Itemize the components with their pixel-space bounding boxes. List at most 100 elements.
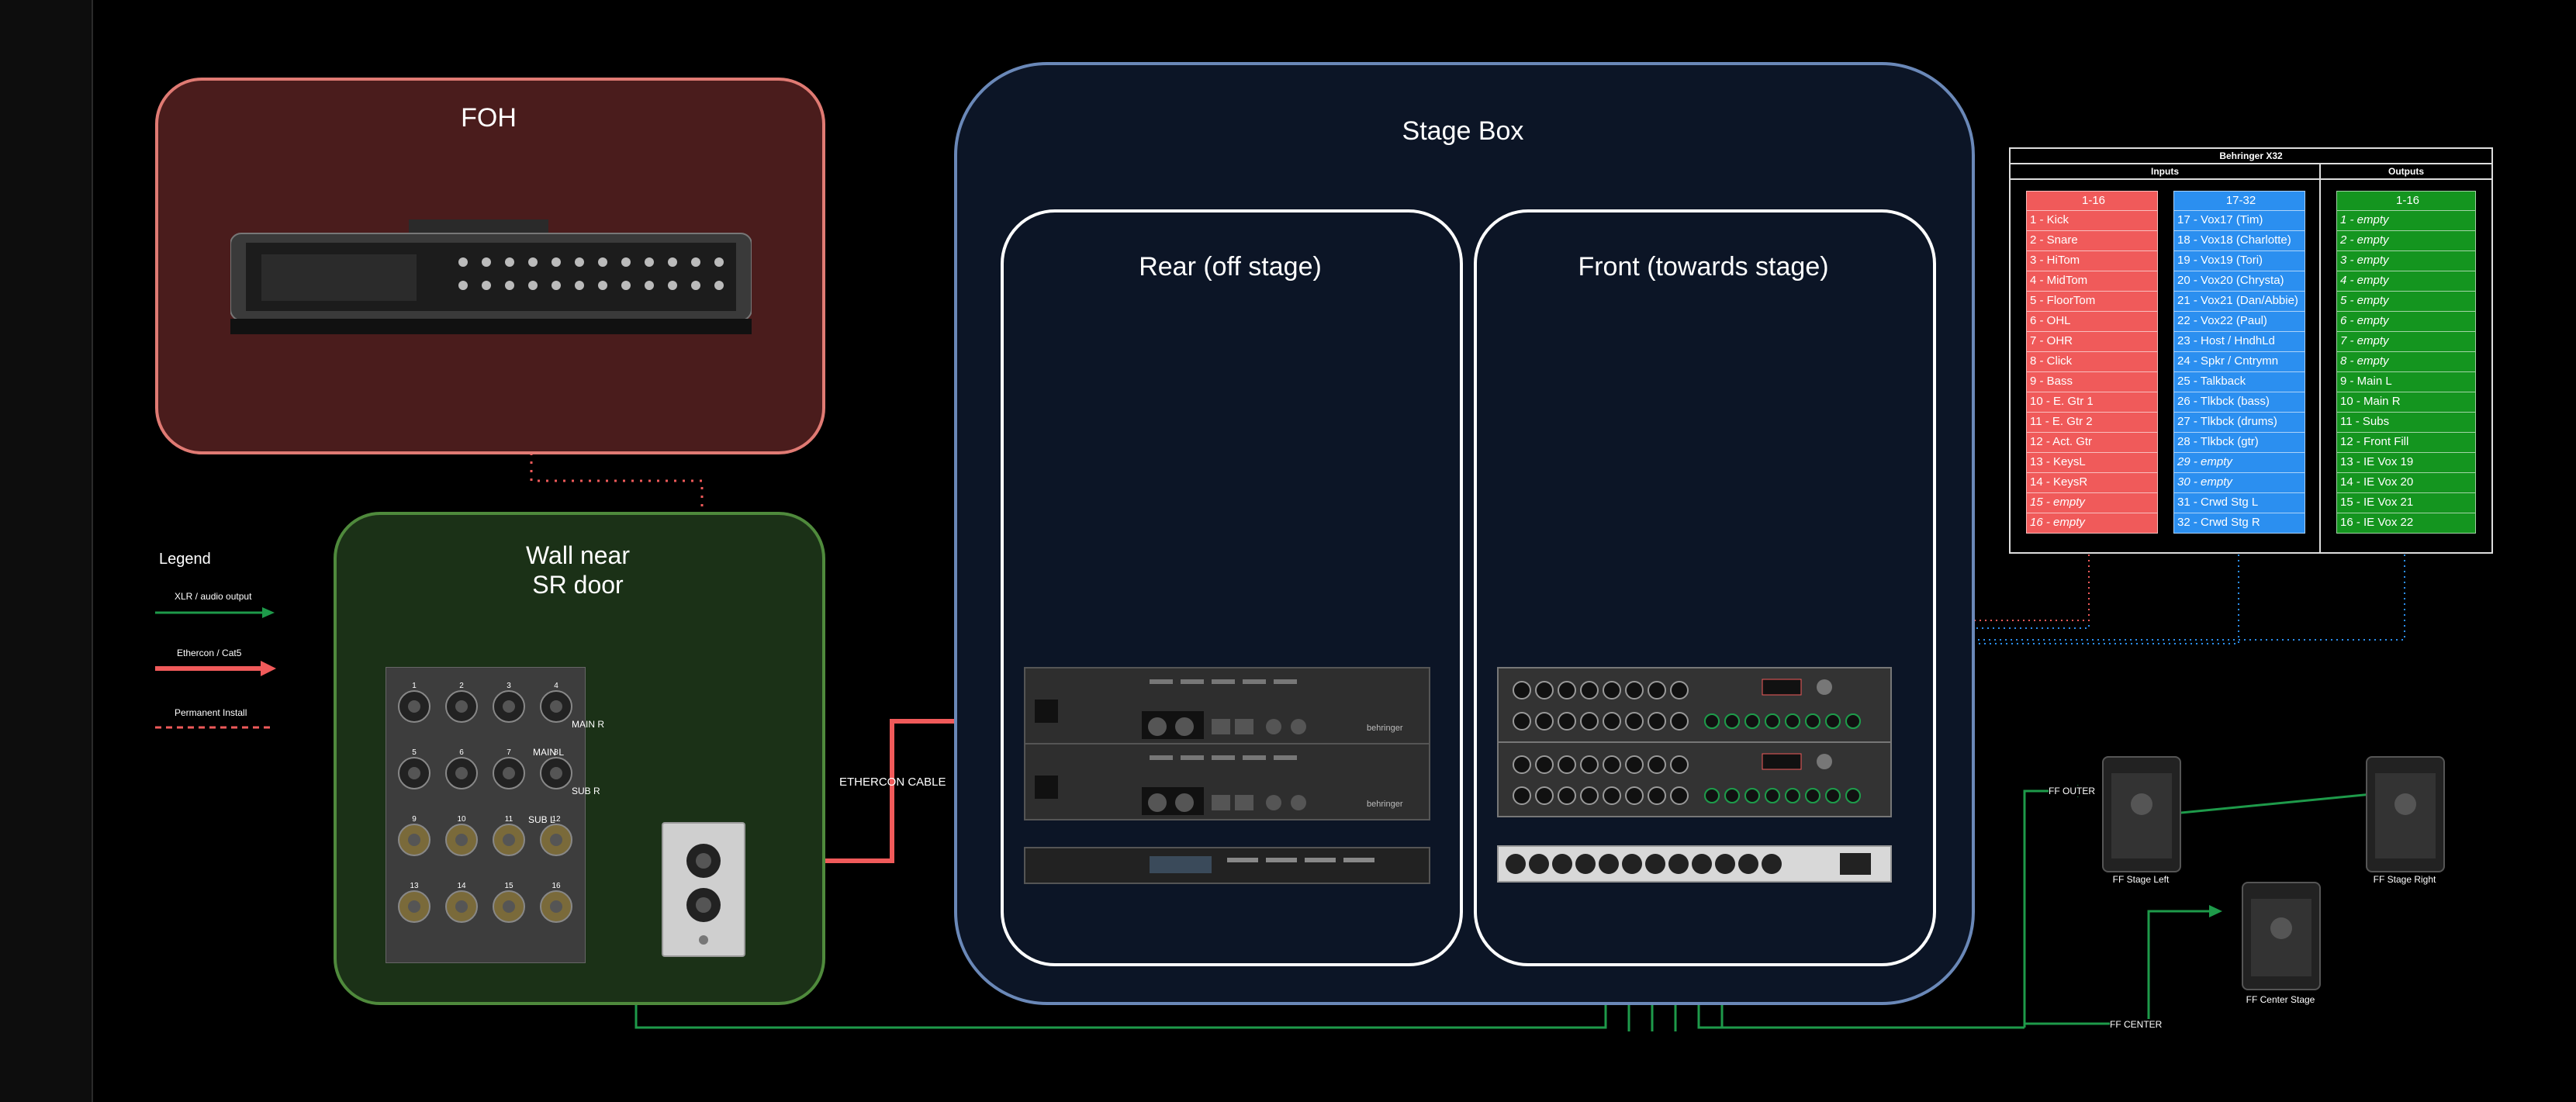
x32-input-a-header: 1-16 bbox=[2026, 191, 2158, 211]
rear-label: Rear (off stage) bbox=[1139, 252, 1322, 282]
x32-output-cell: 10 - Main R bbox=[2336, 392, 2476, 413]
x32-input-b-cell: 22 - Vox22 (Paul) bbox=[2173, 312, 2305, 332]
x32-input-a-cell: 8 - Click bbox=[2026, 352, 2158, 372]
x32-input-a-cell: 2 - Snare bbox=[2026, 231, 2158, 251]
x32-input-b-cell: 21 - Vox21 (Dan/Abbie) bbox=[2173, 292, 2305, 312]
x32-input-b-cell: 20 - Vox20 (Chrysta) bbox=[2173, 271, 2305, 292]
panel-jack-number: 10 bbox=[457, 815, 466, 824]
x32-inputs-header: Inputs bbox=[2011, 164, 2321, 180]
x32-input-a-cell: 11 - E. Gtr 2 bbox=[2026, 413, 2158, 433]
x32-output-cell: 13 - IE Vox 19 bbox=[2336, 453, 2476, 473]
x32-output-cell: 15 - IE Vox 21 bbox=[2336, 493, 2476, 513]
x32-output-cell: 4 - empty bbox=[2336, 271, 2476, 292]
legend-xlr-label: XLR / audio output bbox=[175, 591, 252, 602]
panel-jack-number: 15 bbox=[504, 882, 513, 890]
x32-console bbox=[230, 219, 752, 334]
x32-to-stagebox-line-b bbox=[1716, 554, 2239, 675]
panel-jack-number: 4 bbox=[554, 682, 558, 690]
x32-input-b-cell: 24 - Spkr / Cntrymn bbox=[2173, 352, 2305, 372]
legend-ethercon-line bbox=[155, 661, 276, 676]
front-stagebox-unit-2 bbox=[1497, 741, 1892, 817]
speaker-stage-right bbox=[2366, 756, 2445, 872]
speaker-stage-right-label: FF Stage Right bbox=[2373, 874, 2436, 885]
x32-input-b-cell: 18 - Vox18 (Charlotte) bbox=[2173, 231, 2305, 251]
legend-ethercon-label: Ethercon / Cat5 bbox=[177, 648, 242, 658]
x32-input-a-cell: 12 - Act. Gtr bbox=[2026, 433, 2158, 453]
x32-input-a-cell: 1 - Kick bbox=[2026, 211, 2158, 231]
panel-jack-number: 6 bbox=[459, 748, 464, 757]
x32-output-cell: 16 - IE Vox 22 bbox=[2336, 513, 2476, 534]
x32-output-cell: 7 - empty bbox=[2336, 332, 2476, 352]
front-output-unit bbox=[1497, 845, 1892, 883]
panel-jack-number: 11 bbox=[505, 815, 513, 824]
x32-input-b-cell: 23 - Host / HndhLd bbox=[2173, 332, 2305, 352]
sub-l-label: SUB L bbox=[528, 814, 555, 825]
x32-output-cell: 6 - empty bbox=[2336, 312, 2476, 332]
speaker-center-stage-label: FF Center Stage bbox=[2246, 994, 2315, 1005]
x32-input-b-cell: 32 - Crwd Stg R bbox=[2173, 513, 2305, 534]
main-l-label: MAIN L bbox=[533, 747, 565, 758]
x32-input-b-cell: 19 - Vox19 (Tori) bbox=[2173, 251, 2305, 271]
x32-input-b-cell: 17 - Vox17 (Tim) bbox=[2173, 211, 2305, 231]
x32-input-b-cell: 26 - Tlkbck (bass) bbox=[2173, 392, 2305, 413]
inputs-a-dotted bbox=[1606, 554, 2090, 621]
x32-input-a-cell: 9 - Bass bbox=[2026, 372, 2158, 392]
x32-console-image bbox=[230, 219, 752, 334]
x32-output-cell: 11 - Subs bbox=[2336, 413, 2476, 433]
panel-jack-number: 2 bbox=[459, 682, 464, 690]
x32-output-cell: 3 - empty bbox=[2336, 251, 2476, 271]
x32-outputs-header: Outputs bbox=[2321, 164, 2491, 180]
panel-jack-number: 8 bbox=[554, 748, 558, 757]
x32-input-a-cell: 15 - empty bbox=[2026, 493, 2158, 513]
x32-input-b-cell: 25 - Talkback bbox=[2173, 372, 2305, 392]
panel-jack-number: 1 bbox=[412, 682, 417, 690]
speaker-stage-left bbox=[2102, 756, 2181, 872]
x32-output-cell: 1 - empty bbox=[2336, 211, 2476, 231]
front-group bbox=[1474, 209, 1936, 966]
rear-dsp-unit bbox=[1024, 847, 1430, 884]
x32-input-a-cell: 4 - MidTom bbox=[2026, 271, 2158, 292]
panel-jack-number: 3 bbox=[507, 682, 511, 690]
front-stagebox-unit-1 bbox=[1497, 667, 1892, 743]
main-r-label: MAIN R bbox=[572, 719, 604, 730]
svg-text:behringer: behringer bbox=[1367, 724, 1403, 733]
panel-jack-number: 14 bbox=[457, 882, 466, 890]
ethercon-cable-label: ETHERCON CABLE bbox=[839, 776, 946, 789]
x32-input-a-cell: 7 - OHR bbox=[2026, 332, 2158, 352]
legend-title: Legend bbox=[159, 551, 211, 568]
ff-outer-label: FF OUTER bbox=[2049, 786, 2095, 796]
sub-r-label: SUB R bbox=[572, 786, 600, 796]
x32-input-a-cell: 5 - FloorTom bbox=[2026, 292, 2158, 312]
x32-output-cell: 12 - Front Fill bbox=[2336, 433, 2476, 453]
speaker-stage-left-label: FF Stage Left bbox=[2112, 874, 2170, 885]
legend-permanent-label: Permanent Install bbox=[175, 707, 247, 718]
ff-center-label: FF CENTER bbox=[2110, 1019, 2163, 1030]
panel-jack-number: 9 bbox=[412, 815, 417, 824]
front-label: Front (towards stage) bbox=[1578, 252, 1829, 282]
x32-output-header: 1-16 bbox=[2336, 191, 2476, 211]
legend-xlr-line bbox=[155, 607, 275, 618]
wall-plate bbox=[662, 822, 745, 957]
svg-text:behringer: behringer bbox=[1367, 800, 1403, 809]
x32-input-a-cell: 6 - OHL bbox=[2026, 312, 2158, 332]
x32-input-a-cell: 14 - KeysR bbox=[2026, 473, 2158, 493]
x32-input-a-cell: 10 - E. Gtr 1 bbox=[2026, 392, 2158, 413]
x32-output-cell: 9 - Main L bbox=[2336, 372, 2476, 392]
x32-input-b-cell: 30 - empty bbox=[2173, 473, 2305, 493]
x32-input-a-cell: 16 - empty bbox=[2026, 513, 2158, 534]
panel-jack-number: 12 bbox=[552, 815, 561, 824]
x32-input-b-cell: 27 - Tlkbck (drums) bbox=[2173, 413, 2305, 433]
panel-jack-number: 16 bbox=[552, 882, 561, 890]
foh-label: FOH bbox=[461, 103, 517, 133]
x32-input-b-cell: 29 - empty bbox=[2173, 453, 2305, 473]
legend-permanent-line bbox=[155, 726, 274, 729]
x32-output-cell: 2 - empty bbox=[2336, 231, 2476, 251]
x32-input-b-cell: 28 - Tlkbck (gtr) bbox=[2173, 433, 2305, 453]
